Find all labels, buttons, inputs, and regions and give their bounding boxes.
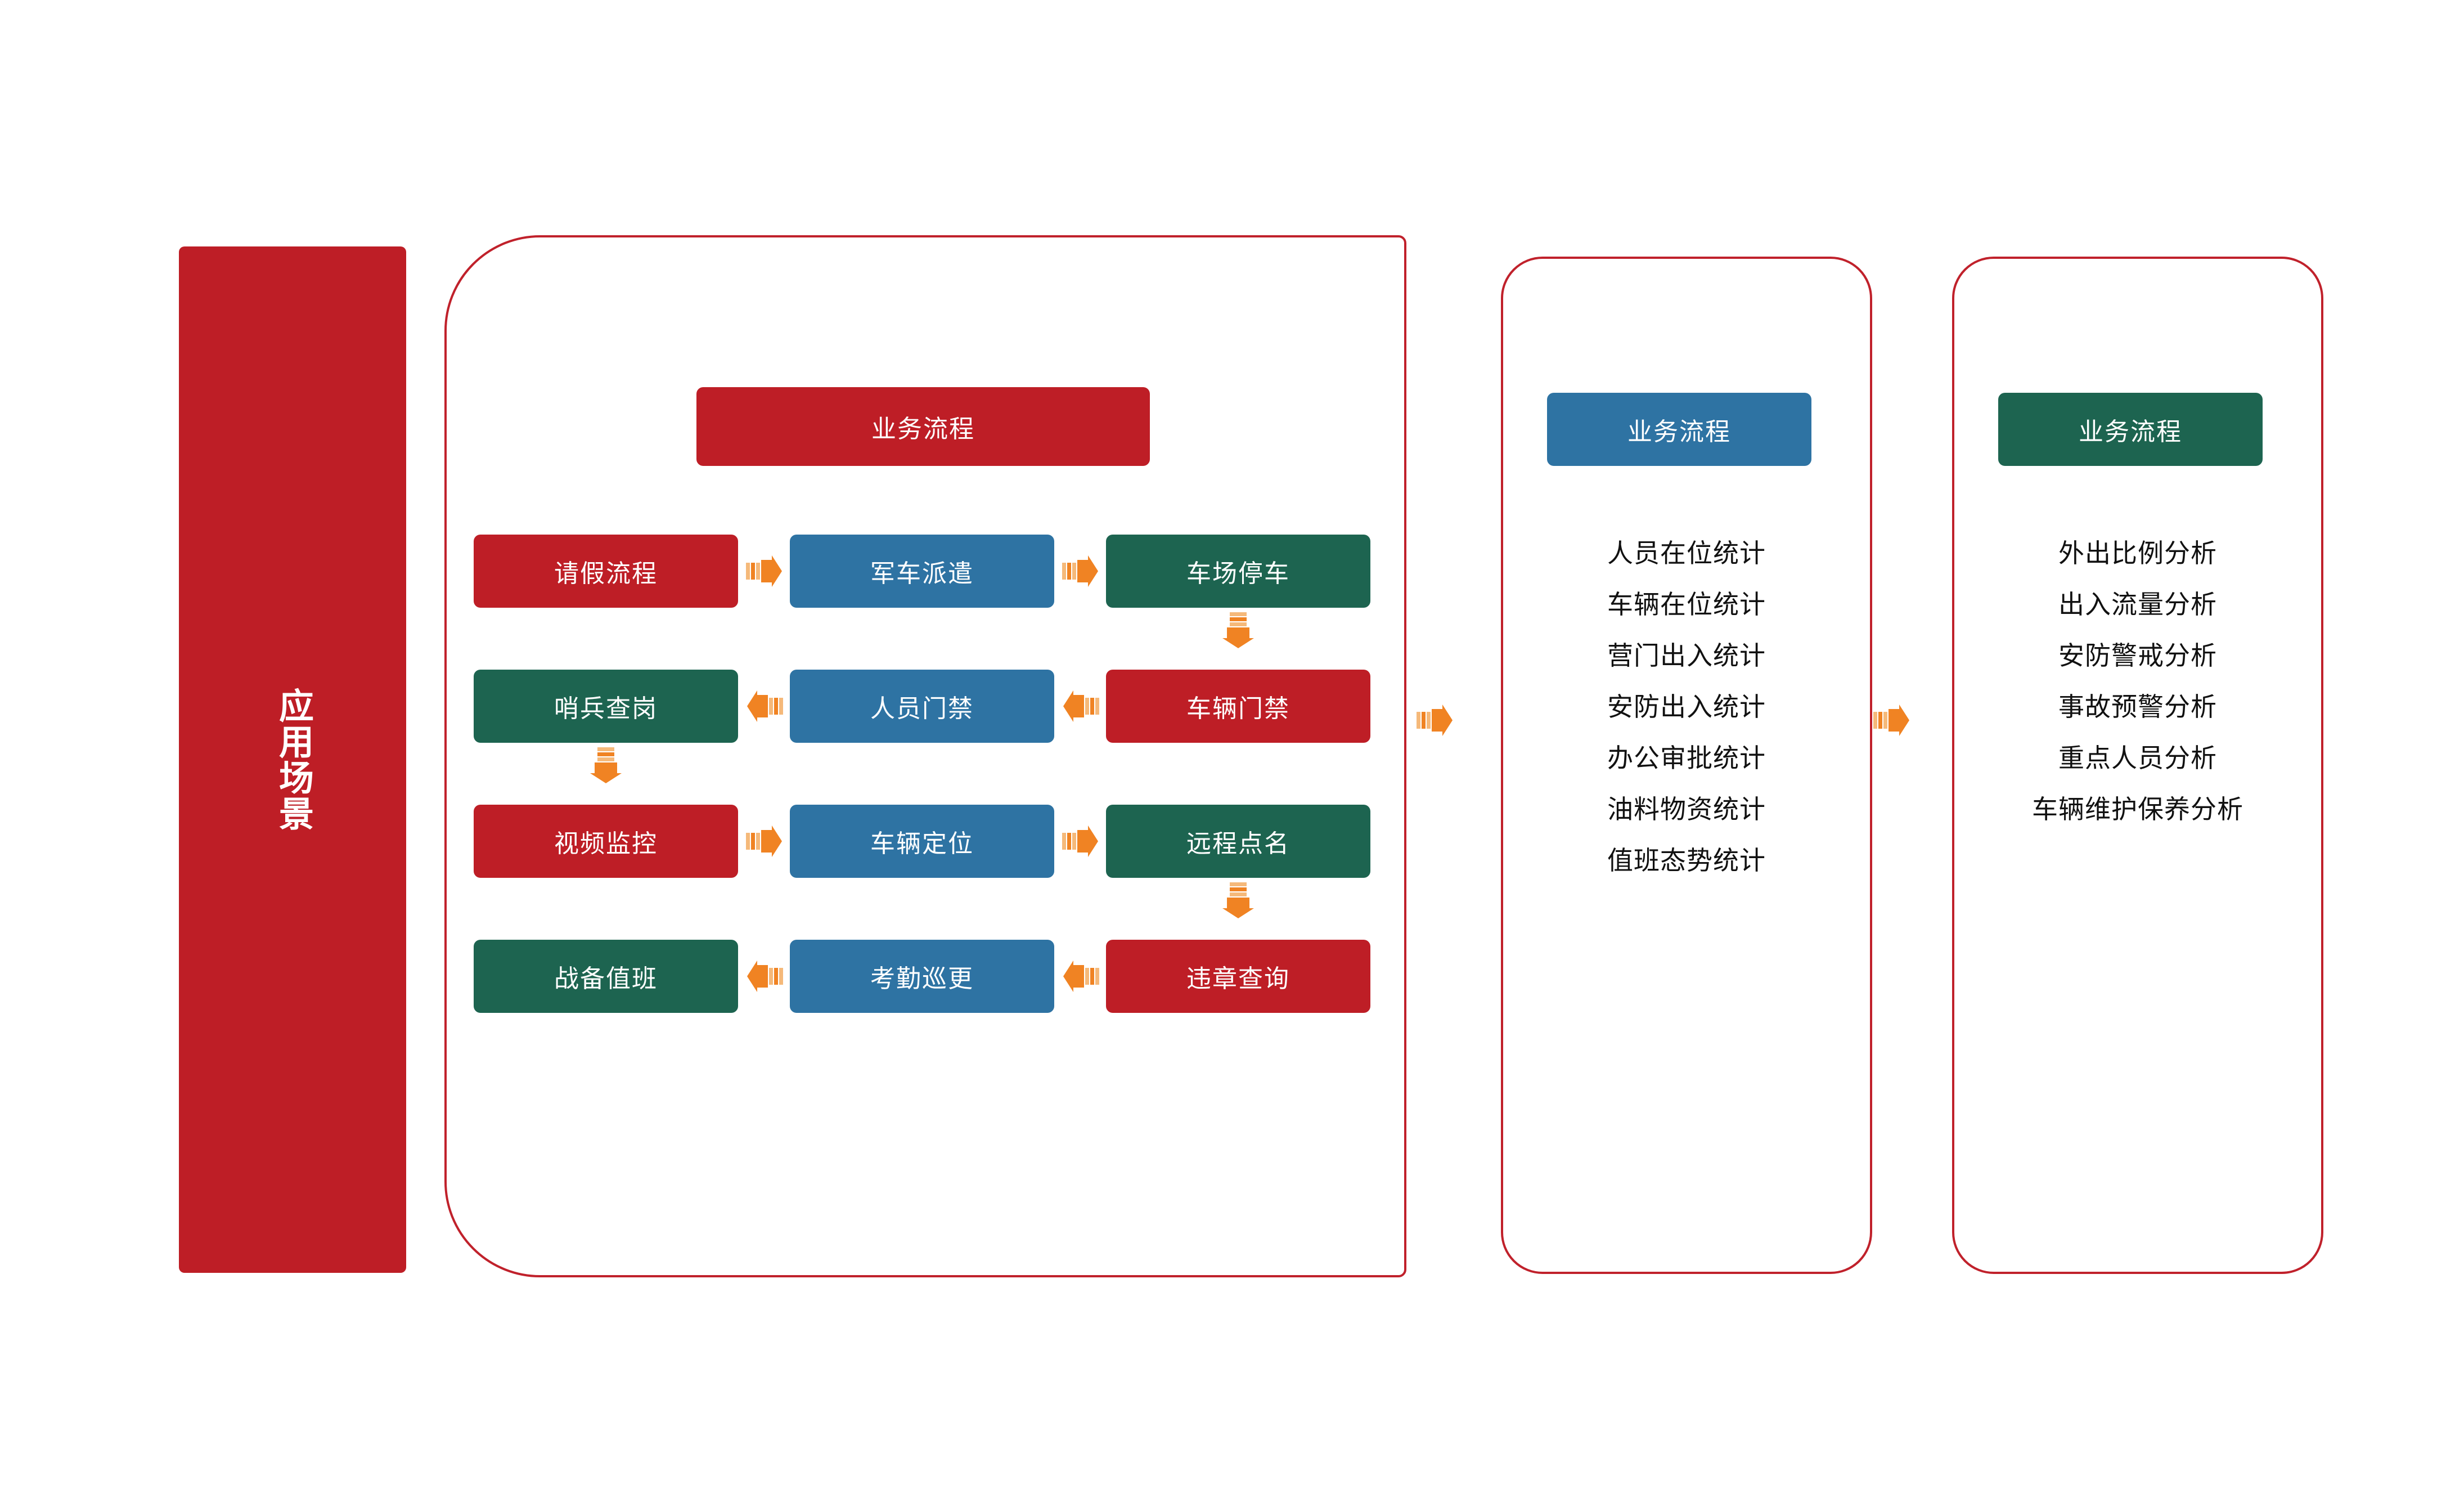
list-item[interactable]: 事故预警分析: [2058, 692, 2217, 721]
process-box-label: 人员门禁: [870, 695, 974, 723]
arrow-right-icon: [1062, 555, 1099, 587]
process-box-label: 车辆定位: [870, 830, 974, 858]
main-panel-header-label: 业务流程: [871, 415, 975, 443]
process-box-renyuan-menjin[interactable]: 人员门禁: [790, 670, 1054, 743]
arrow-down-icon: [590, 747, 622, 784]
connector-arrow-middle-to-right-icon: [1873, 705, 1910, 736]
process-box-label: 考勤巡更: [870, 965, 974, 993]
list-item[interactable]: 出入流量分析: [2058, 590, 2217, 619]
statistics-list: 人员在位统计 车辆在位统计 营门出入统计 安防出入统计 办公审批统计 油料物资统…: [1501, 540, 1872, 899]
process-box-cheliang-dingwei[interactable]: 车辆定位: [790, 805, 1054, 878]
process-box-checang-tingche[interactable]: 车场停车: [1106, 535, 1370, 608]
analysis-panel-header-label: 业务流程: [2079, 418, 2182, 446]
arrow-left-icon: [1062, 690, 1099, 722]
arrow-right-icon: [1062, 825, 1099, 857]
process-box-label: 请假流程: [554, 560, 658, 587]
process-box-shipin-jiankong[interactable]: 视频监控: [474, 805, 738, 878]
list-item[interactable]: 办公审批统计: [1607, 743, 1766, 773]
list-item[interactable]: 重点人员分析: [2058, 743, 2217, 773]
arrow-down-icon: [1222, 882, 1254, 919]
arrow-left-icon: [746, 690, 783, 722]
arrow-left-icon: [1062, 961, 1099, 992]
list-item[interactable]: 安防出入统计: [1607, 692, 1766, 721]
process-box-label: 战备值班: [554, 965, 658, 993]
list-item[interactable]: 人员在位统计: [1607, 539, 1766, 568]
process-box-yuancheng-dianming[interactable]: 远程点名: [1106, 805, 1370, 878]
process-box-cheliang-menjin[interactable]: 车辆门禁: [1106, 670, 1370, 743]
application-scenario-banner: 应用场景: [179, 246, 406, 1273]
process-box-label: 哨兵查岗: [554, 695, 658, 723]
analysis-list: 外出比例分析 出入流量分析 安防警戒分析 事故预警分析 重点人员分析 车辆维护保…: [1952, 540, 2323, 847]
statistics-panel-header-label: 业务流程: [1627, 418, 1731, 446]
process-box-shaobing-chagang[interactable]: 哨兵查岗: [474, 670, 738, 743]
process-box-label: 车场停车: [1186, 560, 1290, 587]
list-item[interactable]: 安防警戒分析: [2058, 641, 2217, 670]
arrow-down-icon: [1222, 612, 1254, 649]
process-box-label: 车辆门禁: [1186, 695, 1290, 723]
analysis-panel-header: 业务流程: [1998, 393, 2263, 466]
process-box-junche-paiqian[interactable]: 军车派遣: [790, 535, 1054, 608]
process-grid: 请假流程 军车派遣 车场停车 哨兵查岗 人员门禁 车辆门禁 视频监控 车辆定位 …: [474, 535, 1385, 1013]
arrow-left-icon: [746, 961, 783, 992]
process-box-kaoqin-xungeng[interactable]: 考勤巡更: [790, 940, 1054, 1013]
process-box-zhanbei-zhiban[interactable]: 战备值班: [474, 940, 738, 1013]
process-box-weizhang-chaxun[interactable]: 违章查询: [1106, 940, 1370, 1013]
process-box-label: 军车派遣: [870, 560, 974, 587]
list-item[interactable]: 油料物资统计: [1607, 795, 1766, 824]
main-panel-header: 业务流程: [696, 387, 1150, 466]
list-item[interactable]: 值班态势统计: [1607, 846, 1766, 875]
list-item[interactable]: 外出比例分析: [2058, 539, 2217, 568]
arrow-right-icon: [746, 555, 783, 587]
application-scenario-label: 应用场景: [273, 688, 313, 832]
connector-arrow-main-to-middle-icon: [1417, 705, 1454, 736]
process-box-qingjia-liucheng[interactable]: 请假流程: [474, 535, 738, 608]
process-box-label: 远程点名: [1186, 830, 1290, 858]
arrow-right-icon: [746, 825, 783, 857]
process-box-label: 违章查询: [1186, 965, 1290, 993]
list-item[interactable]: 营门出入统计: [1607, 641, 1766, 670]
list-item[interactable]: 车辆在位统计: [1607, 590, 1766, 619]
statistics-panel-header: 业务流程: [1547, 393, 1811, 466]
list-item[interactable]: 车辆维护保养分析: [2032, 795, 2243, 824]
process-box-label: 视频监控: [554, 830, 658, 858]
